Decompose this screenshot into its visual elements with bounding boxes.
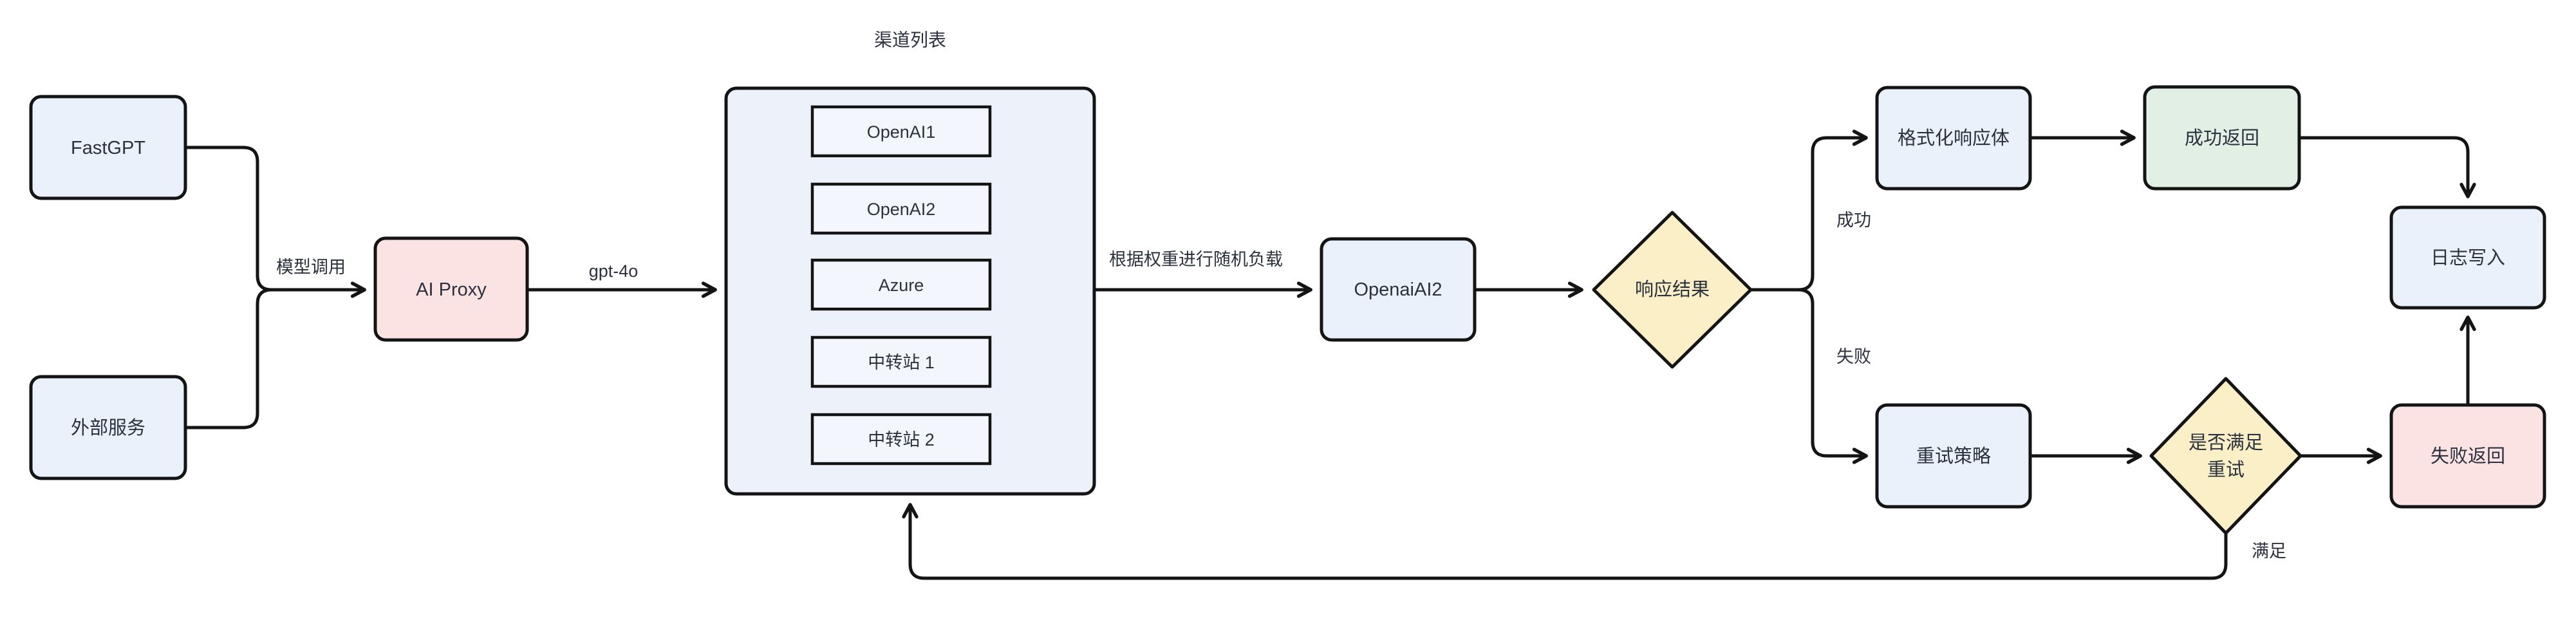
node-success-return: [2143, 85, 2301, 191]
node-label-fastgpt: FastGPT: [71, 138, 145, 158]
node-openai-ai2: [1320, 237, 1477, 342]
channel-label-relay2: 中转站 2: [868, 430, 935, 449]
channel-box-relay1: [810, 335, 992, 388]
channel-label-openai1: OpenAI1: [867, 122, 936, 142]
channel-label-azure: Azure: [879, 276, 924, 295]
edge-label-fail: 失败: [1836, 347, 1871, 366]
decision-response-result: [1592, 211, 1753, 369]
channel-box-azure: [810, 258, 992, 311]
node-label-success-return: 成功返回: [2185, 127, 2259, 149]
edge-label-model-call: 模型调用: [276, 258, 346, 277]
edge-label-load-balance: 根据权重进行随机负载: [1109, 250, 1283, 269]
edge-external-to-merge: [183, 288, 285, 429]
node-format-response-body: [1875, 86, 2032, 191]
node-label-log-write: 日志写入: [2431, 247, 2505, 269]
node-label-external-service: 外部服务: [71, 417, 145, 438]
decision-retry-check: [2149, 377, 2302, 535]
channel-box-openai2: [810, 182, 992, 235]
channel-label-openai2: OpenAI2: [867, 200, 936, 219]
channel-label-relay1: 中转站 1: [868, 353, 935, 372]
node-label-retry-policy: 重试策略: [1916, 446, 1991, 467]
node-label-format-response-body: 格式化响应体: [1898, 127, 2010, 149]
channel-group-title: 渠道列表: [874, 30, 946, 50]
node-label-fail-return: 失败返回: [2431, 446, 2505, 467]
channel-box-relay2: [810, 413, 992, 466]
node-external-service: [29, 375, 187, 480]
node-fastgpt: [29, 95, 187, 200]
decision-label-response-result: 响应结果: [1635, 279, 1710, 300]
edge-fastgpt-to-merge: [183, 146, 285, 292]
edge-label-model-name: gpt-4o: [589, 261, 639, 281]
edge-label-satisfied: 满足: [2252, 542, 2286, 561]
node-fail-return: [2389, 403, 2546, 509]
node-ai-proxy: [373, 236, 529, 342]
edge-success-to-log: [2297, 136, 2476, 198]
edge-label-success: 成功: [1836, 211, 1871, 230]
edge-response-fail-branch: [1749, 288, 1868, 464]
node-label-openai-ai2: OpenaiAI2: [1354, 279, 1442, 300]
node-log-write: [2389, 205, 2546, 310]
edge-retrycheck-feedback-to-channels: [902, 503, 2228, 580]
channel-box-openai1: [810, 105, 992, 158]
decision-label-retry-check-line1: 是否满足: [2189, 432, 2263, 453]
node-retry-policy: [1875, 403, 2032, 509]
node-label-ai-proxy: AI Proxy: [416, 279, 487, 300]
decision-label-retry-check-line2: 重试: [2207, 459, 2245, 480]
